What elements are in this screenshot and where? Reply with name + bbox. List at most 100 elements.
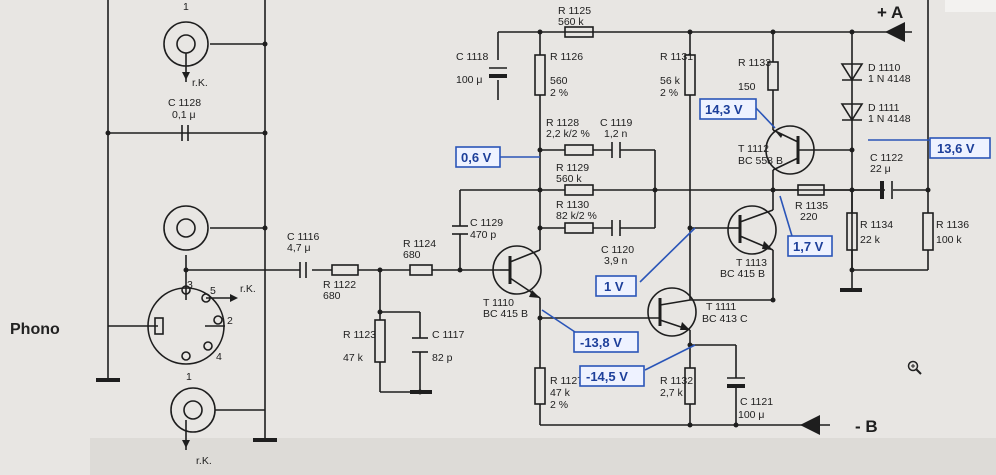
r1131-symbol [684,54,696,96]
r1125-id: R 1125 [558,5,591,17]
r1123-id: R 1123 [343,329,376,341]
r1132-id: R 1132 [660,375,693,387]
c1118-val: 100 μ [456,74,483,86]
din-pin-1: 1 [186,371,192,383]
r1127-id: R 1127 [550,375,583,387]
r1134-id: R 1134 [860,219,893,231]
r1124-id: R 1124 [403,238,436,250]
din-pin-4: 4 [216,351,222,363]
r1135-symbol [797,184,825,196]
c1116-symbol [299,262,307,278]
c1121-symbol [727,377,745,388]
voltage-minus-13-8: -13,8 V [573,331,639,353]
top-jack-pin: 1 [183,1,189,13]
r1129-symbol [564,184,594,196]
c1128-id: C 1128 [168,97,201,109]
d1110-id: D 1110 [868,62,900,74]
din-pin-5: 5 [210,285,216,297]
svg-text:13,6 V: 13,6 V [937,141,975,156]
t1113-symbol [727,205,777,255]
r1133-symbol [767,61,779,91]
r1131-val: 56 k [660,75,681,87]
r1133-val: 150 [738,81,756,93]
t1112-symbol [765,125,815,175]
c1117-symbol [412,337,428,353]
din-rk: r.K. [240,283,256,295]
rail-a-arrow [885,22,912,42]
svg-text:1 V: 1 V [604,279,624,294]
t1113-val: BC 415 B [720,268,765,280]
c1122-id: C 1122 [870,152,903,164]
r1134-symbol [846,212,858,251]
t1113-id: T 1113 [736,257,767,269]
c1122-symbol [880,181,893,199]
top-jack-rk: r.K. [192,77,208,89]
r1128-id: R 1128 [546,117,579,129]
r1127-val: 47 k [550,387,571,399]
r1130-val: 82 k/2 % [556,210,597,222]
jack-middle [163,205,209,251]
svg-text:0,6 V: 0,6 V [461,150,492,165]
c1129-id: C 1129 [470,217,503,229]
r1125-symbol [564,26,594,38]
r1127-symbol [534,367,546,405]
c1120-val: 3,9 n [604,255,628,267]
c1128-symbol [181,125,189,141]
voltage-14-3: 14,3 V [699,98,757,120]
r1135-val: 220 [800,211,818,223]
input-wiring [96,0,862,442]
r1126-id: R 1126 [550,51,583,63]
r1122-id: R 1122 [323,279,356,291]
r1130-id: R 1130 [556,199,589,211]
jack-top [163,21,209,82]
junctions [105,29,931,428]
c1118-symbol [489,67,507,78]
r1131-id: R 1131 [660,51,693,63]
r1131-tol: 2 % [660,87,678,99]
r1128-symbol [564,144,594,156]
r1126-val: 560 [550,75,568,87]
jack-bottom [170,387,216,450]
r1123-val: 47 k [343,352,364,364]
r1136-val: 100 k [936,234,962,246]
c1129-val: 470 p [470,229,496,241]
din-connector [147,285,238,365]
svg-text:1,7 V: 1,7 V [793,239,824,254]
c1119-val: 1,2 n [604,128,628,140]
t1110-id: T 1110 [483,297,514,309]
d1111-val: 1 N 4148 [868,113,911,125]
r1134-val: 22 k [860,234,881,246]
magnifier-icon[interactable] [907,360,922,375]
svg-text:-14,5 V: -14,5 V [586,369,628,384]
svg-text:14,3 V: 14,3 V [705,102,743,117]
r1125-val: 560 k [558,16,584,28]
r1122-val: 680 [323,290,341,302]
r1128-val: 2,2 k/2 % [546,128,590,140]
c1117-id: C 1117 [432,329,464,341]
r1126-tol: 2 % [550,87,568,99]
voltage-1: 1 V [595,275,637,297]
r1132-val: 2,7 k [660,387,684,399]
voltage-minus-14-5: -14,5 V [579,365,645,387]
c1129-symbol [452,225,468,235]
t1111-id: T 1111 [706,301,736,313]
r1122-symbol [331,264,359,276]
din-pin-2: 2 [227,315,233,327]
din-pin-3: 3 [187,279,193,291]
c1121-id: C 1121 [740,396,773,408]
r1135-id: R 1135 [795,200,828,212]
r1136-id: R 1136 [936,219,969,231]
text-labels: Phono + A - B 1 r.K. 3 5 2 4 1 r.K. r.K.… [10,1,969,467]
c1116-id: C 1116 [287,231,319,243]
rail-b-arrow [800,415,830,435]
r1132-symbol [684,367,696,405]
r1133-id: R 1133 [738,57,771,69]
r1129-id: R 1129 [556,162,589,174]
c1117-val: 82 p [432,352,453,364]
t1111-symbol [647,287,697,337]
t1110-val: BC 415 B [483,308,528,320]
d1111-id: D 1111 [868,102,900,114]
voltage-13-6: 13,6 V [929,137,991,159]
